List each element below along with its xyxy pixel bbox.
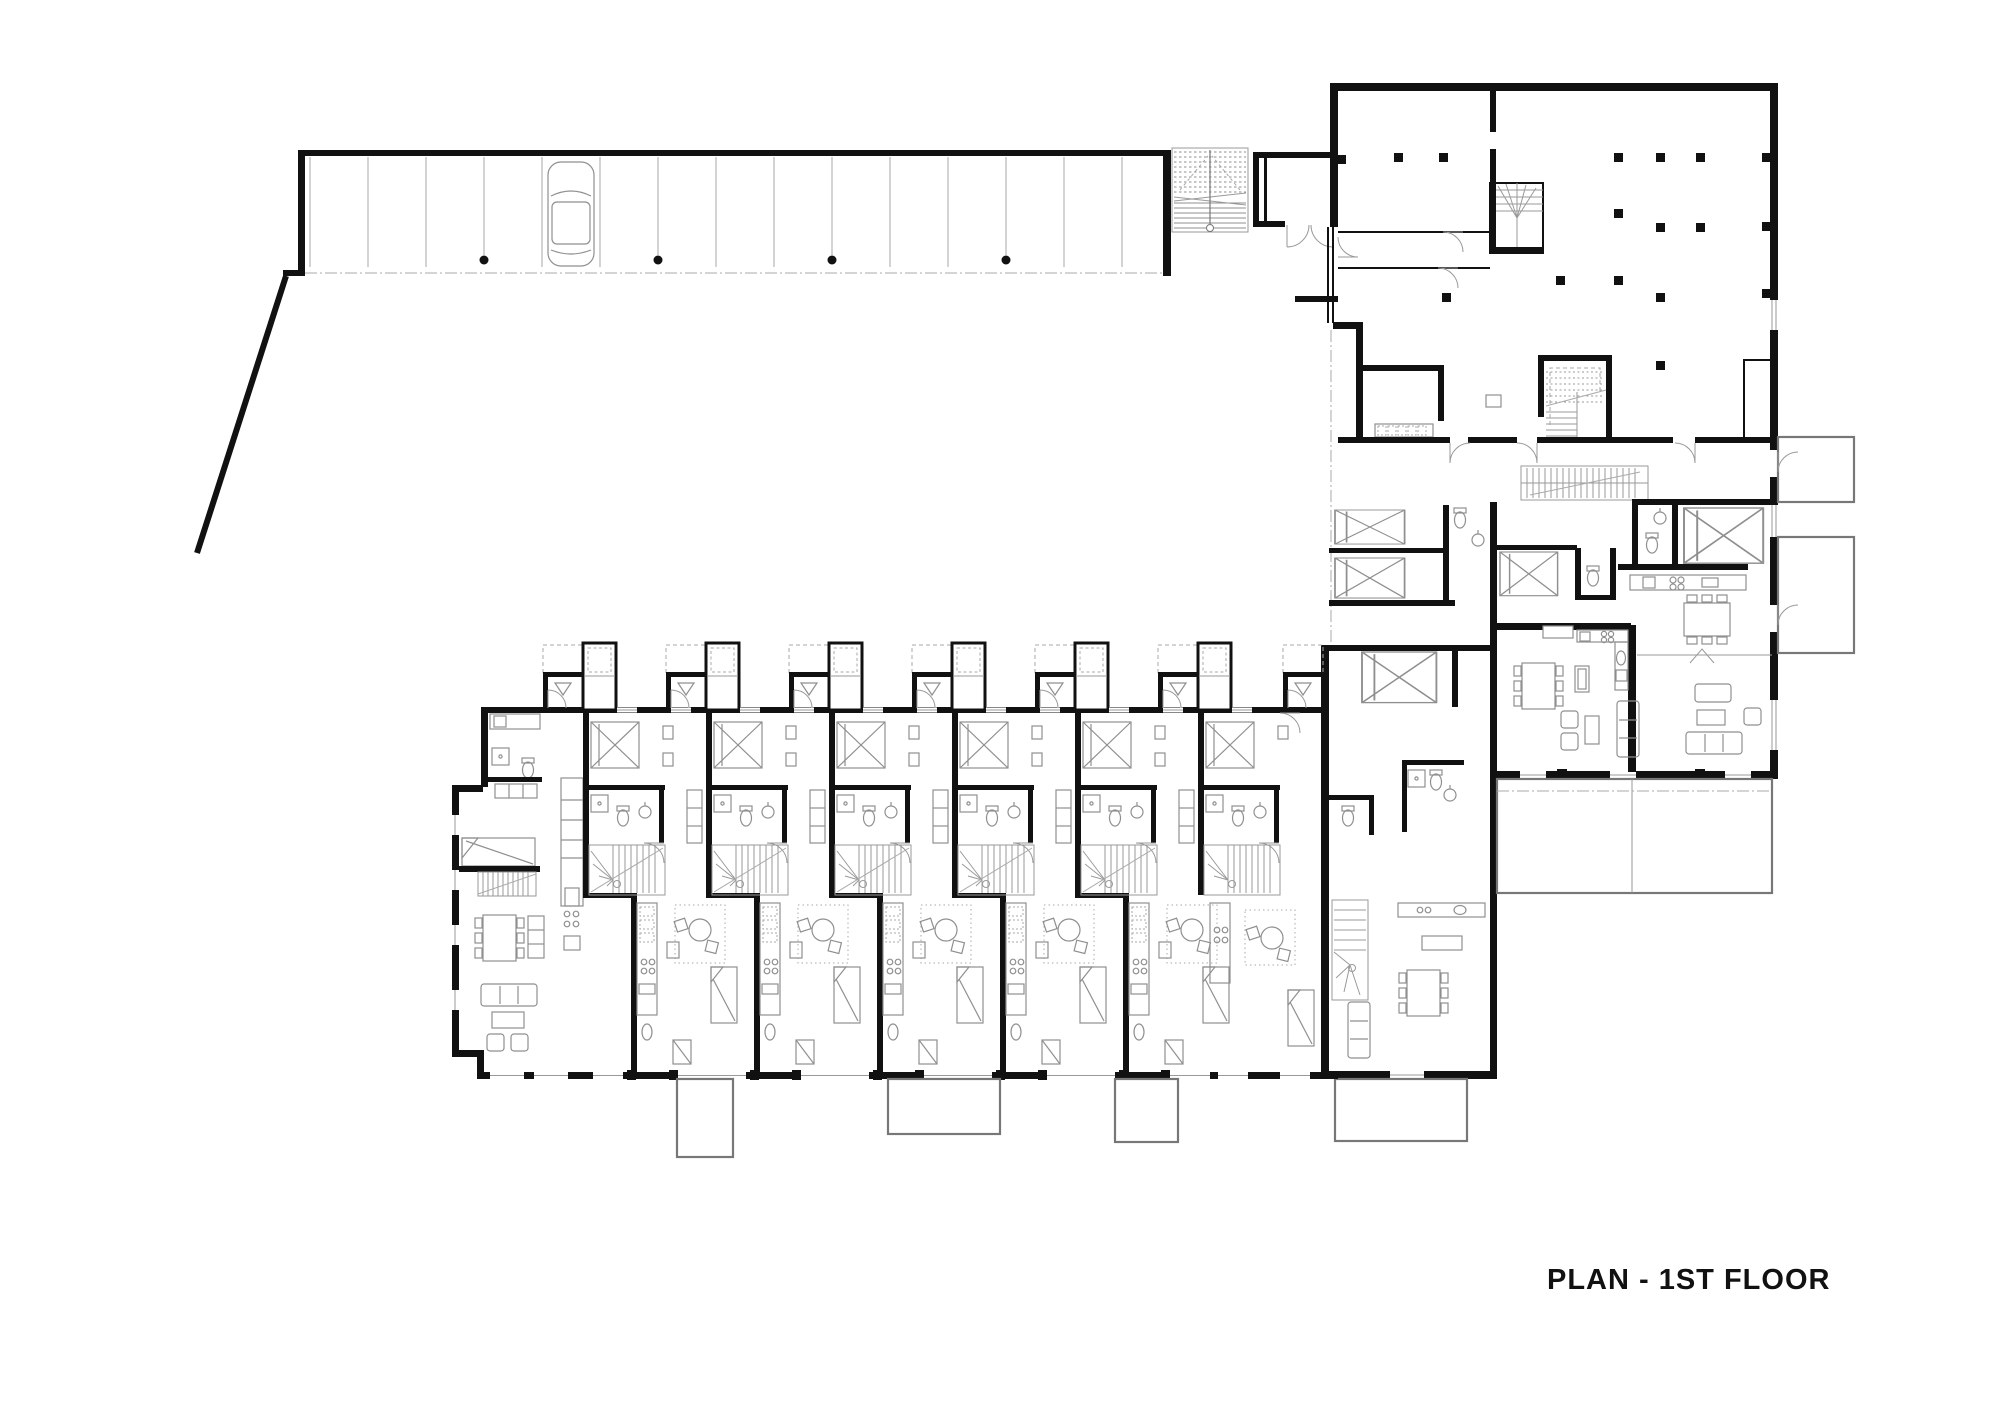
entry-vestibule-1 (541, 641, 618, 712)
entry-vestibule-3 (787, 641, 864, 712)
row-bottom-wall (477, 1072, 1338, 1079)
parking-top-wall (298, 150, 1171, 156)
corner-unit (452, 707, 584, 1079)
terrace-1 (675, 1077, 735, 1159)
entry-vestibule-5 (1033, 641, 1110, 712)
entrance-vestibule (1253, 152, 1338, 248)
shaft (1743, 359, 1773, 439)
apartment-a (1618, 499, 1778, 755)
wing-bottom-wall (1497, 771, 1778, 779)
parking-garage (194, 150, 1171, 554)
plan-title: PLAN - 1ST FLOOR (1547, 1264, 1831, 1296)
parking-columns (479, 255, 1011, 265)
entry-vestibule-6 (1156, 641, 1233, 712)
site-boundary-diagonal-wall (194, 275, 289, 554)
apartment-wing (1490, 435, 1856, 1079)
terrace-3 (1113, 1077, 1180, 1144)
column-grid (1338, 153, 1770, 370)
building-top-wall (1330, 83, 1778, 91)
hall-bottom-wall (1338, 437, 1772, 443)
wing-separator-wall (1490, 502, 1497, 1079)
parking-stalls (309, 157, 1123, 267)
kitchen-counter (1629, 574, 1747, 591)
wing-terrace (1495, 777, 1774, 895)
car-icon (547, 161, 595, 267)
straight-stair (477, 871, 537, 897)
winder-stair-core (1489, 182, 1544, 254)
balcony-upper (1776, 435, 1856, 504)
terrace-2 (886, 1077, 1002, 1136)
row-top-wall (481, 707, 1323, 713)
entry-vestibule-7 (1282, 644, 1324, 710)
connecting-wing (1321, 505, 1497, 1143)
entry-vestibule-2 (664, 641, 741, 712)
external-stair (1171, 147, 1249, 233)
row-unit-6 (1198, 707, 1315, 1079)
long-stair (1520, 465, 1649, 501)
balcony-lower (1776, 535, 1856, 655)
entry-vestibule-4 (910, 641, 987, 712)
main-stair-core (1538, 355, 1612, 443)
building-right-wall (1770, 83, 1778, 779)
winder-stair-row-end (1331, 899, 1369, 1001)
terrace-row-end (1333, 1077, 1469, 1143)
main-building (1295, 83, 1778, 779)
apartment-b (1497, 545, 1640, 758)
row-houses (452, 641, 1338, 1159)
